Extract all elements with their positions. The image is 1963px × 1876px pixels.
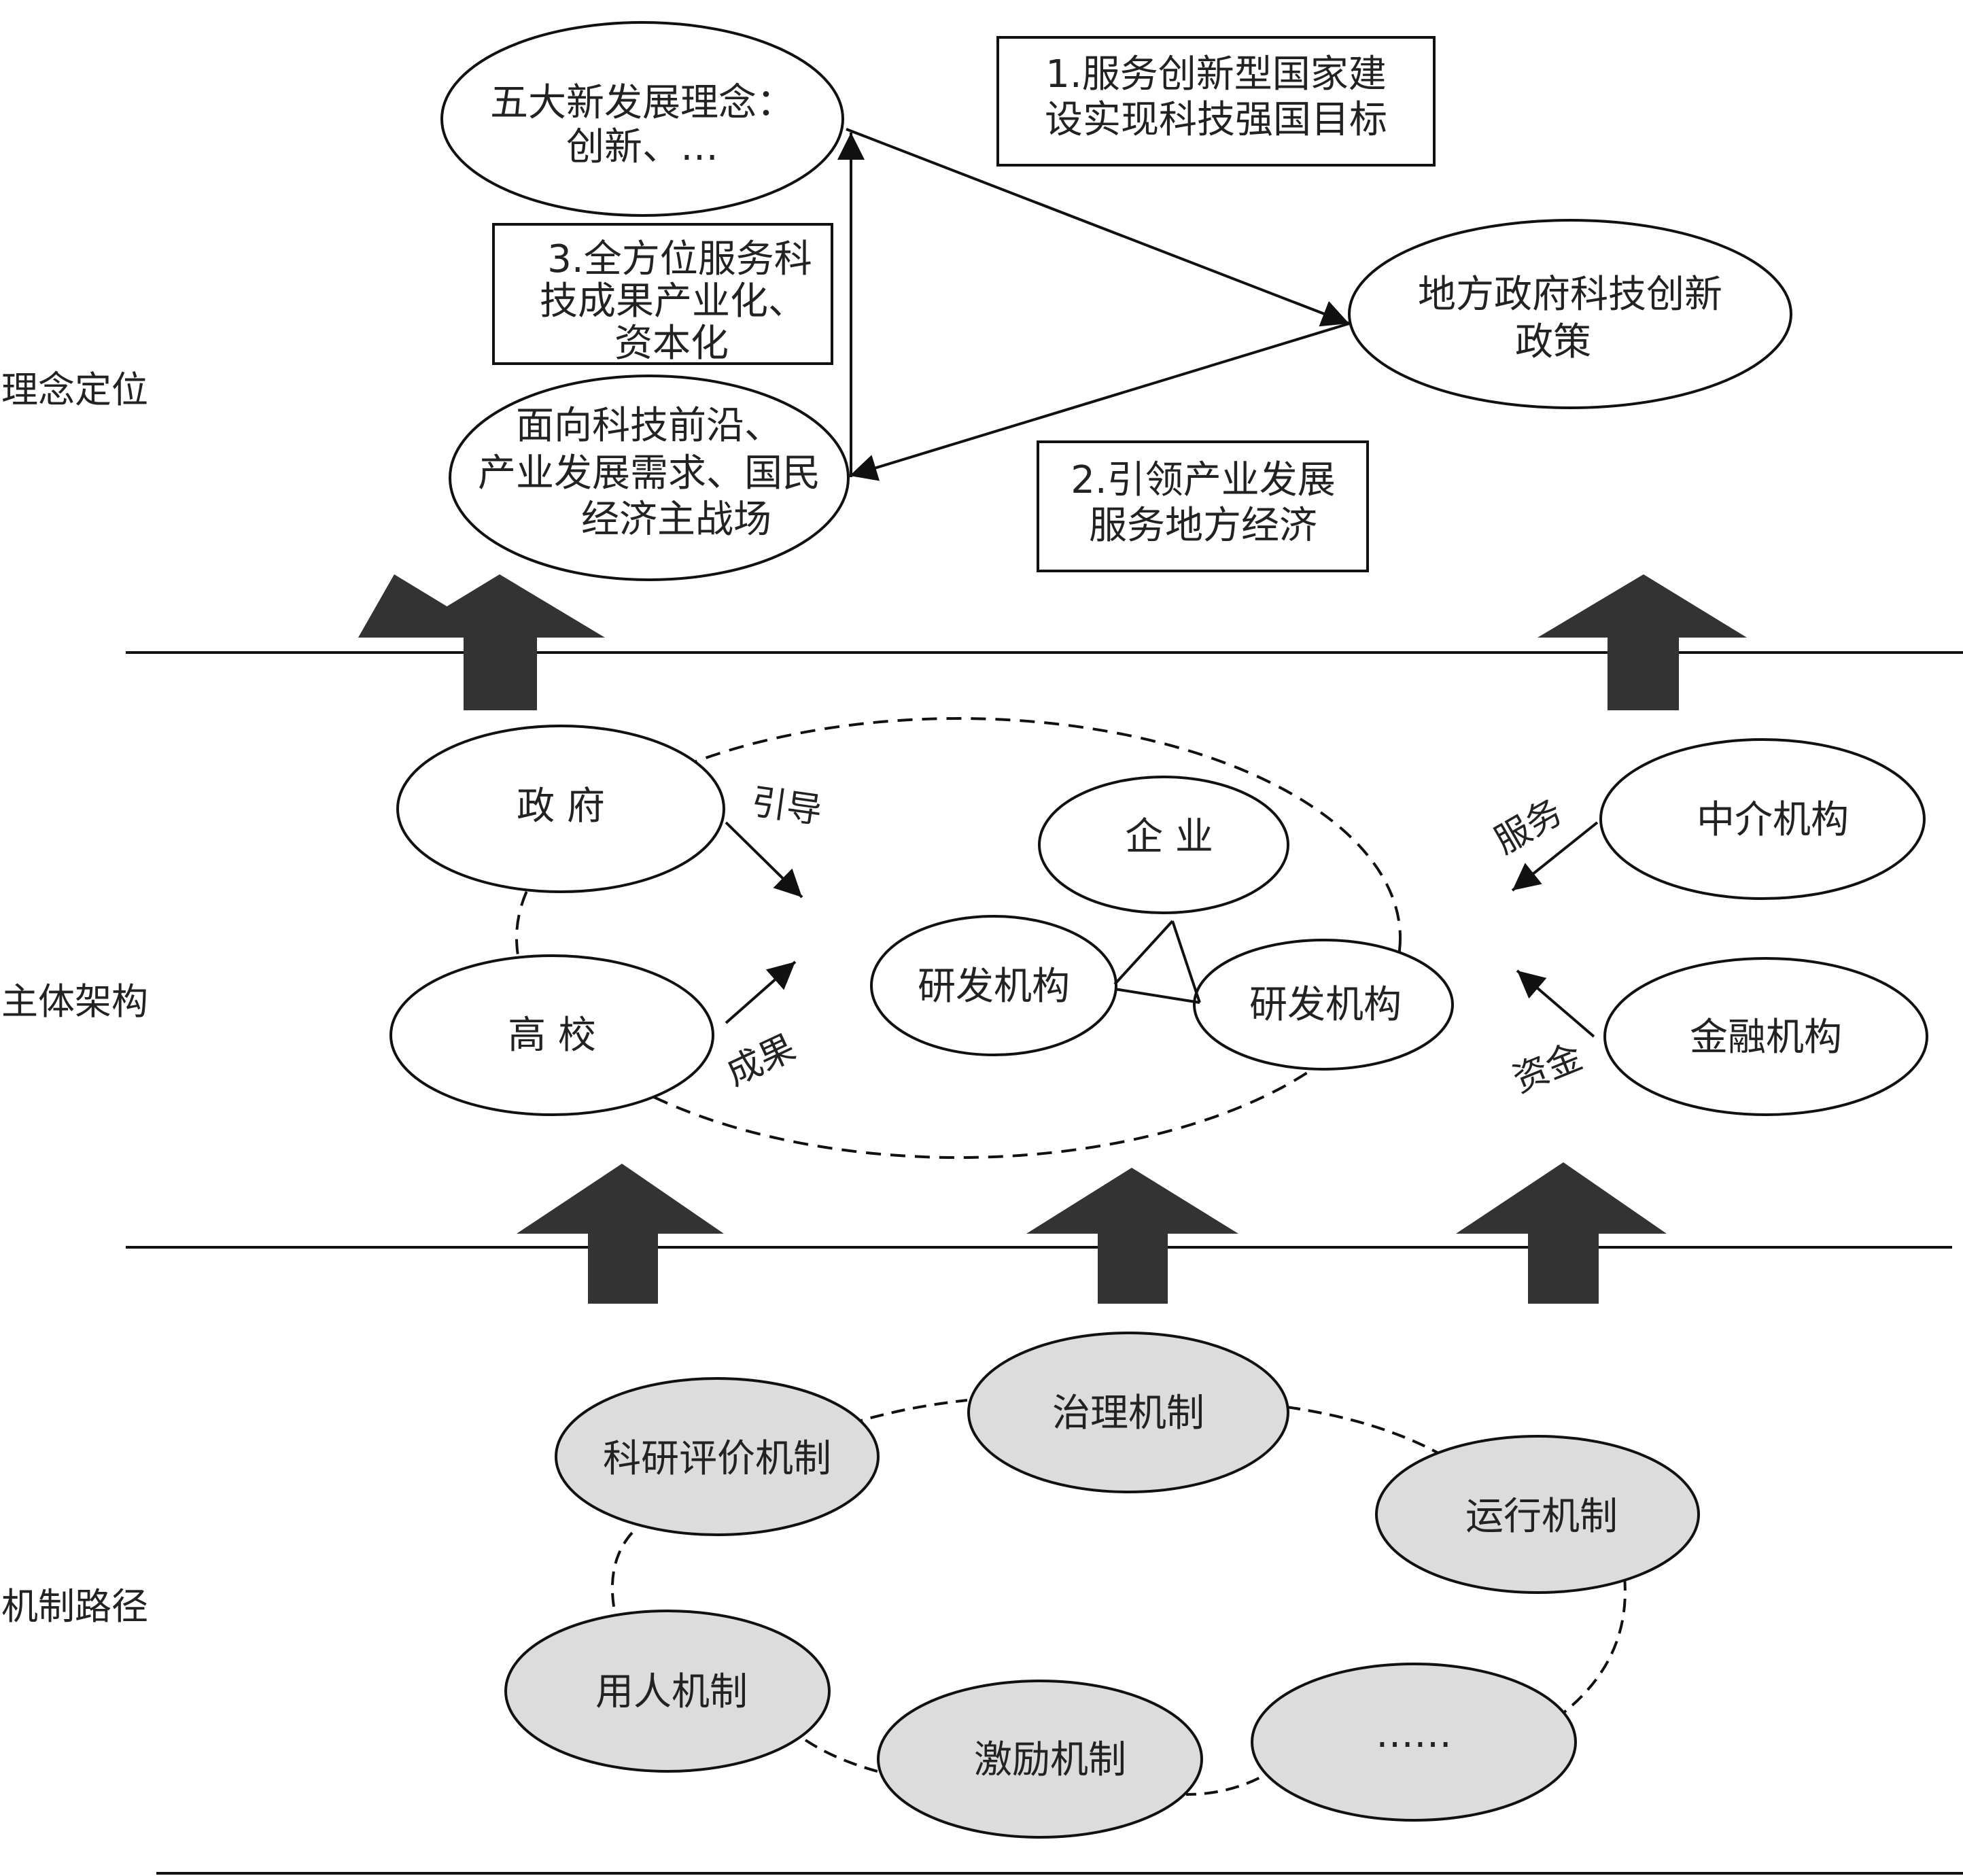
label-result: 成果 — [720, 1027, 802, 1094]
finance-text: 金融机构 — [1690, 1015, 1842, 1060]
government-text: 政 府 — [517, 784, 605, 829]
government-ellipse — [396, 725, 725, 893]
frontier-text: 产业发展需求、国民 — [478, 451, 820, 496]
up-arrow — [1456, 1162, 1667, 1304]
goal-box-3-text: 3.全方位服务科 — [547, 237, 812, 281]
operation-ellipse — [1375, 1435, 1700, 1594]
arrow-policy-to-frontier — [849, 322, 1350, 481]
governance-text: 治理机制 — [1052, 1391, 1204, 1436]
arrow-government — [725, 821, 803, 899]
evaluation-ellipse — [555, 1377, 880, 1536]
five-ideas-text: 五大新发展理念： — [490, 81, 795, 125]
rd-left-ellipse — [870, 915, 1117, 1056]
up-arrow — [396, 574, 605, 710]
arrow-ideas-to-policy — [846, 128, 1350, 327]
arrow-finance — [1516, 969, 1595, 1038]
five-ideas-text: 创新、… — [566, 125, 718, 169]
inner-link — [1113, 920, 1174, 986]
governance-ellipse — [967, 1332, 1289, 1493]
arrow-university — [725, 960, 797, 1024]
inner-link — [1171, 920, 1201, 1003]
mechanism-link — [1562, 1576, 1627, 1714]
enterprise-ellipse — [1038, 776, 1289, 914]
label-service: 服务 — [1488, 791, 1569, 862]
finance-ellipse — [1603, 957, 1928, 1116]
goal-box-1 — [996, 36, 1436, 167]
intermediary-text: 中介机构 — [1697, 798, 1849, 842]
core-dashed-ellipse — [515, 717, 1402, 1159]
label-fund: 资金 — [1507, 1037, 1588, 1101]
layer-label-subject: 主体架构 — [1, 980, 148, 1023]
arrow-intermediary — [1511, 821, 1599, 892]
frontier-ellipse — [449, 375, 850, 581]
enterprise-text: 企 业 — [1125, 815, 1213, 859]
more-text: …… — [1376, 1712, 1452, 1756]
rd-right-text: 研发机构 — [1249, 983, 1402, 1027]
up-arrow — [517, 1164, 724, 1304]
goal-box-3-text: 资本化 — [614, 322, 729, 366]
more-ellipse — [1251, 1663, 1577, 1822]
layer-label-concept: 理念定位 — [1, 368, 148, 411]
university-text: 高 校 — [508, 1013, 596, 1058]
incentive-ellipse — [877, 1680, 1203, 1839]
layer-label-mechanism: 机制路径 — [1, 1585, 148, 1628]
employment-ellipse — [504, 1610, 831, 1773]
goal-box-3-text: 技成果产业化、 — [540, 279, 806, 324]
goal-box-3 — [492, 223, 833, 365]
up-arrow — [1026, 1168, 1238, 1304]
incentive-text: 激励机制 — [974, 1738, 1126, 1782]
local-policy-text: 政策 — [1515, 320, 1591, 364]
mechanism-link — [1286, 1406, 1442, 1456]
mechanism-link — [804, 1739, 883, 1774]
goal-box-2-text: 服务地方经济 — [1089, 504, 1317, 548]
employment-text: 用人机制 — [595, 1670, 748, 1714]
up-arrow — [1538, 574, 1747, 710]
label-guide: 引导 — [749, 782, 824, 832]
operation-text: 运行机制 — [1465, 1495, 1618, 1539]
mechanism-link — [610, 1531, 633, 1615]
inner-link — [1114, 988, 1200, 1004]
local-policy-text: 地方政府科技创新 — [1418, 273, 1722, 317]
goal-box-1-text: 1.服务创新型国家建 — [1045, 52, 1386, 97]
goal-box-2-text: 2.引领产业发展 — [1071, 458, 1335, 502]
goal-box-1-text: 设实现科技强国目标 — [1045, 98, 1387, 142]
rd-right-ellipse — [1193, 939, 1454, 1071]
rd-left-text: 研发机构 — [918, 965, 1070, 1009]
five-ideas-ellipse — [440, 21, 844, 217]
goal-box-2 — [1037, 440, 1369, 572]
local-policy-ellipse — [1348, 219, 1792, 409]
mechanism-link — [849, 1399, 968, 1425]
intermediary-ellipse — [1599, 738, 1926, 900]
frontier-text: 经济主战场 — [581, 498, 771, 542]
university-ellipse — [389, 954, 714, 1116]
frontier-text: 面向科技前沿、 — [516, 404, 782, 448]
evaluation-text: 科研评价机制 — [603, 1437, 831, 1481]
